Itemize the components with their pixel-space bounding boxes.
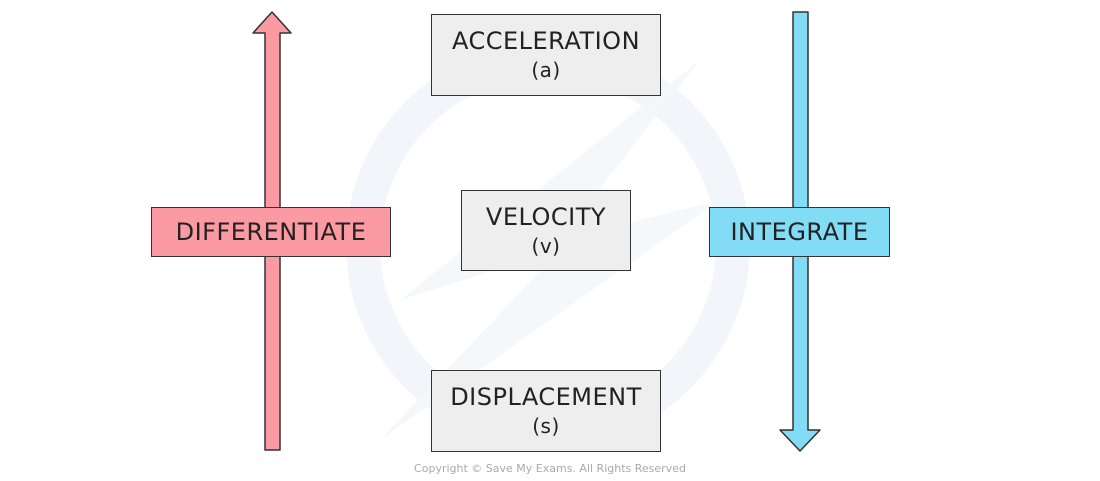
velocity-box: VELOCITY (v) [461, 190, 631, 271]
integrate-label: INTEGRATE [709, 207, 890, 257]
differentiate-label: DIFFERENTIATE [151, 207, 391, 257]
copyright-notice: Copyright © Save My Exams. All Rights Re… [414, 462, 686, 475]
acceleration-name: ACCELERATION [451, 27, 641, 55]
differentiate-text: DIFFERENTIATE [175, 218, 367, 246]
displacement-name: DISPLACEMENT [450, 383, 642, 411]
displacement-box: DISPLACEMENT (s) [431, 370, 661, 452]
velocity-symbol: (v) [531, 233, 561, 258]
integrate-text: INTEGRATE [730, 218, 869, 246]
velocity-name: VELOCITY [485, 202, 607, 231]
acceleration-box: ACCELERATION (a) [431, 14, 661, 96]
displacement-symbol: (s) [532, 414, 560, 438]
acceleration-symbol: (a) [531, 58, 561, 82]
